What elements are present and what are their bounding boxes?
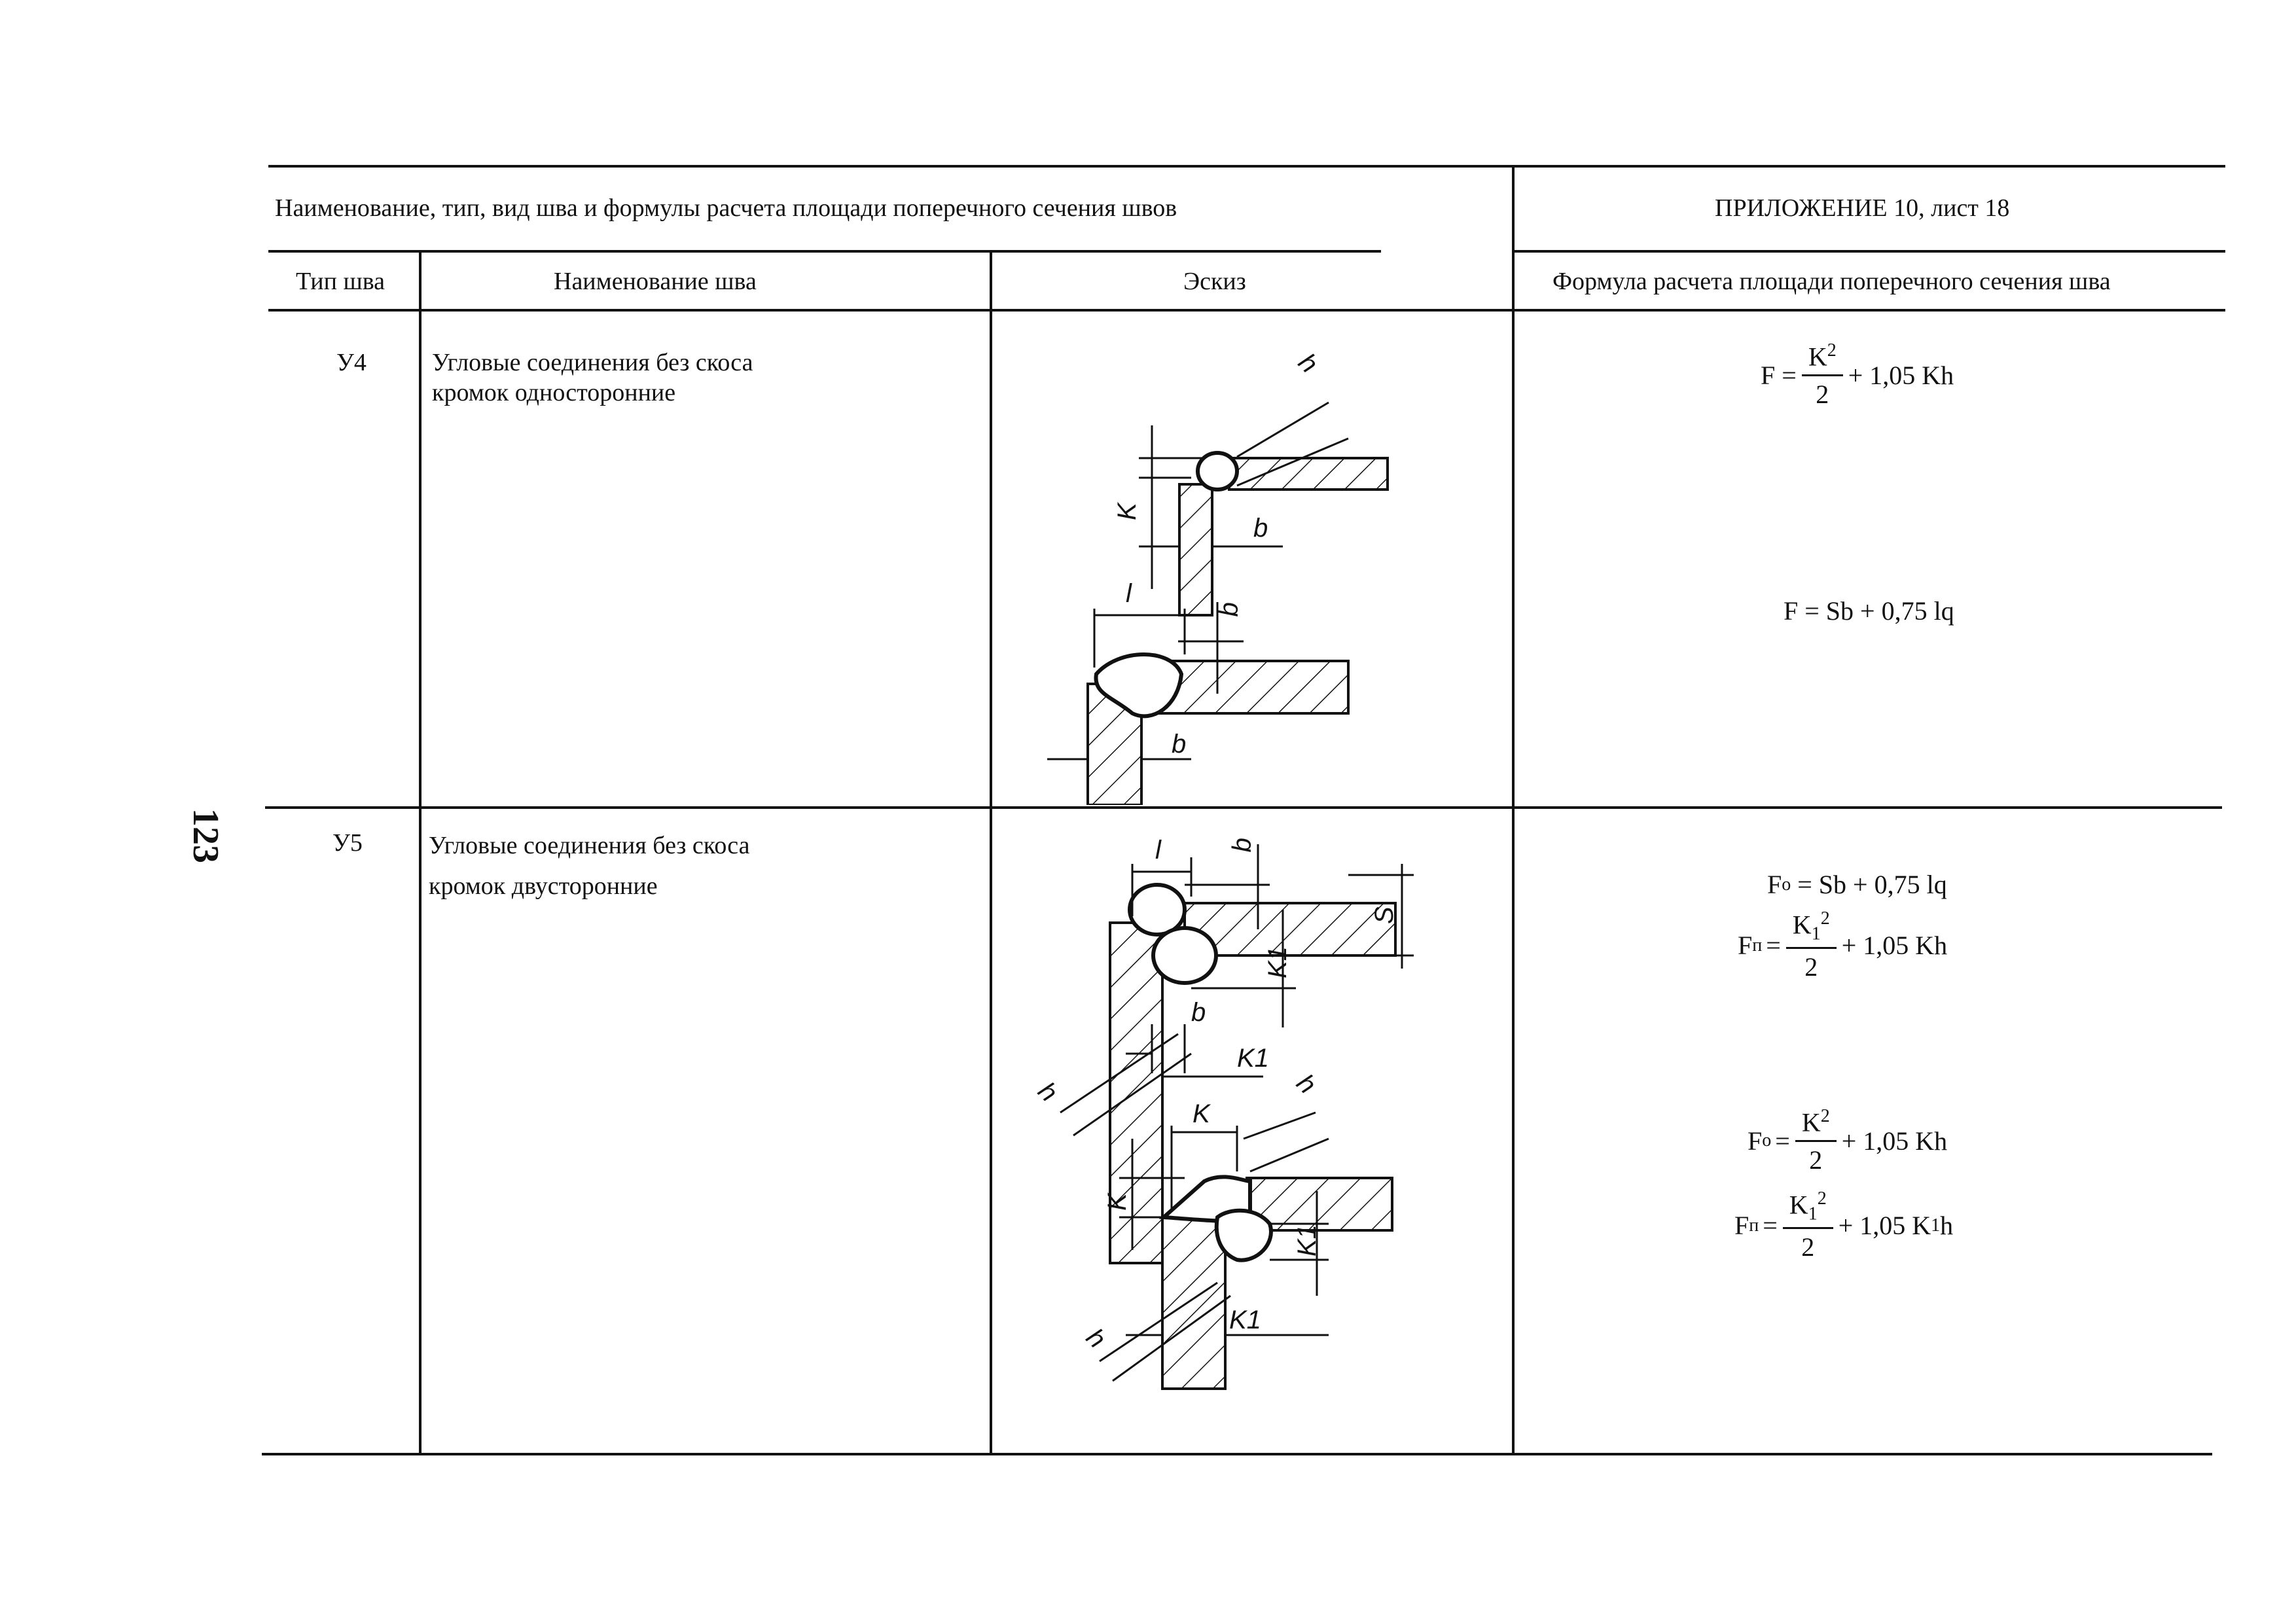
dim-label-K1b: K1 (1237, 1044, 1269, 1073)
dim-label-K1c: K1 (1293, 1224, 1321, 1257)
row1-sketch: h K b l q b (1047, 348, 1389, 805)
col-header-name: Наименование шва (554, 268, 757, 295)
header-underline-left (268, 250, 1381, 253)
col-header-sketch: Эскиз (1183, 268, 1246, 295)
row1-name-line2: кромок односторонние (432, 379, 676, 406)
col-header-formula: Формула расчета площади поперечного сече… (1552, 268, 2111, 295)
dim-label-K1d: K1 (1229, 1306, 1261, 1334)
dim-label-h: h (1293, 348, 1323, 379)
dim-label-K: K (1113, 501, 1141, 520)
row2-upper-joint: l q S K1 h b K1 (1032, 836, 1414, 1264)
dim-label-b: b (1191, 998, 1206, 1027)
col-header-type: Тип шва (296, 268, 386, 295)
row2-sketch: l q S K1 h b K1 K h K K1 h K1 (1032, 836, 1414, 1390)
dim-label-h3: h (1081, 1323, 1111, 1354)
row2-name-line2: кромок двусторонние (429, 872, 658, 900)
dim-label-l: l (1126, 579, 1132, 608)
row-divider (265, 806, 2222, 809)
column-header-underline (268, 309, 2225, 312)
row1-upper-joint: h K b (1113, 348, 1389, 616)
dim-label-q: q (1218, 602, 1247, 616)
table-title: Наименование, тип, вид шва и формулы рас… (275, 194, 1177, 222)
col-divider-2 (990, 250, 992, 1454)
dim-label-q: q (1231, 838, 1260, 852)
appendix-label: ПРИЛОЖЕНИЕ 10, лист 18 (1715, 194, 2010, 222)
row2-name-line1: Угловые соединения без скоса (429, 832, 750, 859)
row2-type: У5 (332, 829, 363, 857)
dim-label-b2: b (1172, 730, 1186, 758)
row1-formula-2: F = Sb + 0,75 lq (1784, 596, 1954, 626)
dim-label-K2: K (1103, 1192, 1132, 1211)
dim-label-S: S (1370, 906, 1399, 924)
dim-label-K: K (1193, 1099, 1211, 1128)
col-divider-3 (1512, 165, 1515, 1453)
header-underline-right (1512, 250, 2225, 253)
row1-lower-joint: l q b (1047, 579, 1350, 805)
col-divider-1 (419, 250, 422, 1454)
dim-label-K1: K1 (1263, 946, 1292, 978)
dim-label-h: h (1032, 1077, 1063, 1107)
dim-label-b: b (1253, 514, 1268, 543)
row1-name-line1: Угловые соединения без скоса (432, 349, 753, 376)
row1-type: У4 (336, 349, 367, 376)
row2-lower-joint: K h K K1 h K1 (1081, 1069, 1393, 1390)
table-top-border (268, 165, 2225, 168)
row1-formula-1: F = K2 2 + 1,05 Kh (1761, 340, 1954, 410)
table-bottom-border (262, 1453, 2212, 1455)
dim-label-h2: h (1291, 1069, 1321, 1099)
page-number: 123 (185, 808, 226, 863)
dim-label-l: l (1155, 836, 1162, 865)
